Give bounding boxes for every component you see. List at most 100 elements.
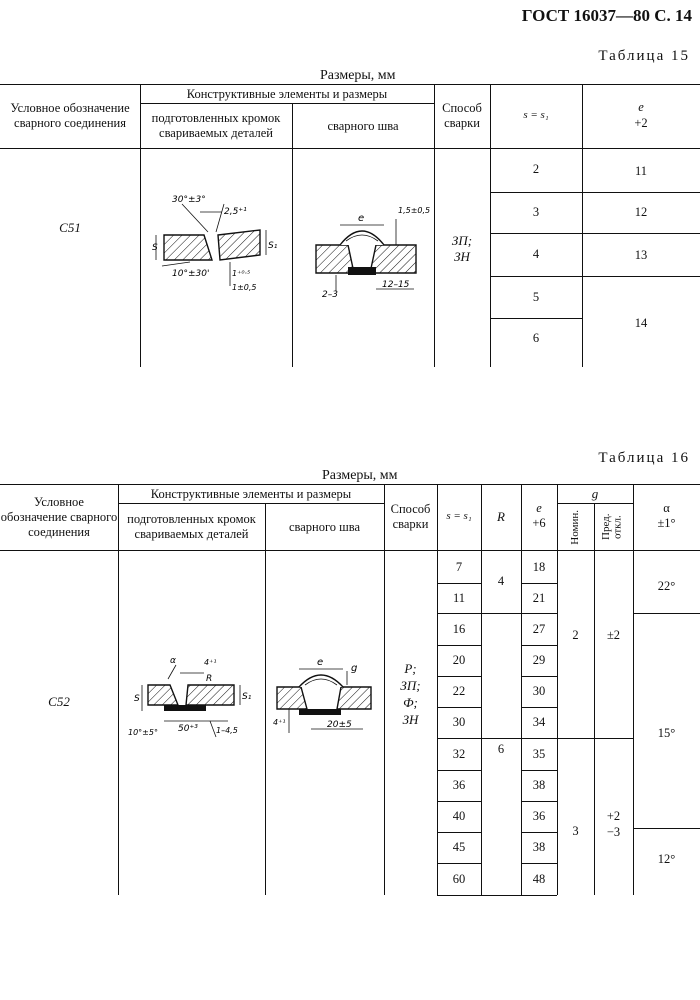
t16-e: 34: [532, 714, 546, 729]
t15-prep-drawing: 30°±3° 2,5⁺¹ S S₁ 10°±30' 1⁺⁰·⁵ 1±0,5: [152, 195, 278, 292]
t16-weld-g-label: g: [351, 663, 357, 674]
t16-R: 6: [497, 741, 505, 756]
t15-prep-gap-label: 2,5⁺¹: [224, 207, 247, 217]
t16-method-3: Ф;: [403, 695, 418, 711]
t15-prep-s-label: S: [152, 243, 158, 253]
t15-s: 6: [532, 330, 540, 345]
t16-header-weld: сварного шва: [288, 519, 361, 534]
t16-g-dev: −3: [606, 824, 621, 839]
t16-s: 7: [455, 559, 463, 574]
t16-s: 45: [452, 839, 466, 854]
t15-prep-b2-label: 1±0,5: [232, 283, 257, 292]
t15-weld-h-label: 1,5±0,5: [398, 206, 430, 215]
t15-e: 14: [634, 315, 648, 330]
t16-alpha: 12°: [657, 851, 676, 866]
t16-header-R: R: [497, 509, 505, 525]
t16-s: 22: [452, 683, 466, 698]
t16-g-dev: +2: [606, 808, 621, 823]
t16-method-1: Р;: [404, 661, 417, 677]
t15-method-2: ЗН: [454, 249, 470, 265]
t16-prep-s-label: S: [134, 694, 140, 704]
t16-e: 36: [532, 808, 546, 823]
t16-prep-alpha-label: α: [170, 656, 176, 666]
t16-designation: C52: [48, 694, 70, 710]
table16-dims: Размеры, мм: [322, 468, 398, 483]
t16-prep-R-label: R: [206, 674, 212, 684]
t15-weld-bot-label: 2–3: [322, 290, 338, 300]
t16-method-4: ЗН: [402, 712, 419, 728]
t15-s: 5: [532, 289, 540, 304]
t16-s: 32: [452, 746, 466, 761]
t15-header-method: Способ сварки: [442, 101, 482, 130]
t16-header-g-dev: Пред. откл.: [599, 513, 624, 541]
t15-s: 4: [532, 246, 540, 261]
table15-dims: Размеры, мм: [320, 68, 396, 83]
t15-header-e-tol: +2: [634, 115, 648, 130]
t15-designation: C51: [59, 220, 81, 236]
t15-e: 11: [634, 163, 648, 178]
t16-weld-w-label: 20±5: [327, 720, 352, 730]
t16-e: 21: [532, 590, 546, 605]
t15-prep-b1-label: 1⁺⁰·⁵: [232, 269, 250, 278]
t16-s: 11: [452, 590, 466, 605]
t15-header-weld: сварного шва: [327, 118, 399, 133]
t15-weld-width-label: 12–15: [382, 280, 410, 290]
t16-e: 18: [532, 559, 546, 574]
t16-prep-drawing: α 4⁺¹ R S S₁ 10°±5° 1–4,5 50⁺³: [128, 656, 252, 738]
t16-s: 30: [452, 714, 466, 729]
t16-header-designation: Условное обозначение сварного соединения: [0, 494, 118, 539]
t16-s: 20: [452, 652, 466, 667]
t16-e: 30: [532, 683, 546, 698]
t15-header-s: s = s₁: [523, 109, 549, 122]
t16-alpha: 15°: [657, 725, 676, 740]
t16-e: 38: [532, 839, 546, 854]
table15-caption: Таблица 15: [598, 48, 690, 64]
t16-header-elements: Конструктивные элементы и размеры: [150, 486, 352, 501]
t16-s: 60: [452, 871, 466, 886]
t15-weld-drawing: e 1,5±0,5 2–3 12–15: [315, 206, 430, 300]
t15-s: 3: [532, 204, 540, 219]
t16-g-dev: ±2: [606, 627, 621, 642]
t15-header-elements: Конструктивные элементы и размеры: [186, 86, 388, 101]
t16-s: 16: [452, 621, 466, 636]
t16-header-e: e: [536, 500, 542, 515]
t16-header-alpha-tol: ±1°: [657, 515, 676, 530]
t16-e: 48: [532, 871, 546, 886]
t16-g-nom: 3: [572, 823, 579, 838]
t15-header-prepared: подготовленных кромок свариваемых детале…: [151, 111, 281, 140]
t15-prep-angle-label: 30°±3°: [172, 195, 206, 205]
t15-header-designation: Условное обозначение сварного соединения: [10, 101, 130, 130]
t16-header-g: g: [591, 486, 599, 502]
table16-caption: Таблица 16: [598, 450, 690, 466]
page-header: ГОСТ 16037—80 С. 14: [521, 6, 692, 25]
t16-s: 36: [452, 777, 466, 792]
t15-prep-s1-label: S₁: [268, 241, 278, 251]
t15-method-1: ЗП;: [451, 233, 473, 249]
t16-header-g-nom: Номин.: [568, 509, 581, 545]
t16-header-alpha: α: [663, 500, 670, 515]
t16-R: 4: [497, 573, 505, 588]
t16-header-s: s = s₁: [446, 510, 472, 523]
t16-weld-e-label: e: [317, 657, 323, 668]
t16-prep-t-label: 1–4,5: [216, 726, 238, 735]
t15-prep-angle-bot-label: 10°±30': [172, 269, 209, 279]
t16-weld-h-label: 4⁺¹: [273, 718, 286, 727]
t16-e: 29: [532, 652, 546, 667]
t16-prep-gap-label: 4⁺¹: [204, 658, 217, 667]
t16-alpha: 22°: [657, 578, 676, 593]
t16-header-e-tol: +6: [532, 515, 546, 530]
t16-e: 27: [532, 621, 546, 636]
t16-weld-drawing: e g 4⁺¹ 20±5: [273, 657, 372, 733]
t16-e: 35: [532, 746, 546, 761]
t16-header-method: Способ сварки: [390, 502, 431, 531]
t15-weld-e-label: e: [358, 213, 364, 224]
t16-prep-w-label: 50⁺³: [178, 724, 198, 734]
t15-e: 12: [634, 204, 648, 219]
t15-header-e: e: [638, 99, 644, 114]
t16-e: 38: [532, 777, 546, 792]
t16-s: 40: [452, 808, 466, 823]
t16-prep-s1-label: S₁: [242, 692, 252, 702]
t16-prep-angle-bot-label: 10°±5°: [128, 728, 158, 737]
t16-g-nom: 2: [572, 627, 579, 642]
t16-header-prepared: подготовленных кромок свариваемых детале…: [127, 512, 256, 541]
